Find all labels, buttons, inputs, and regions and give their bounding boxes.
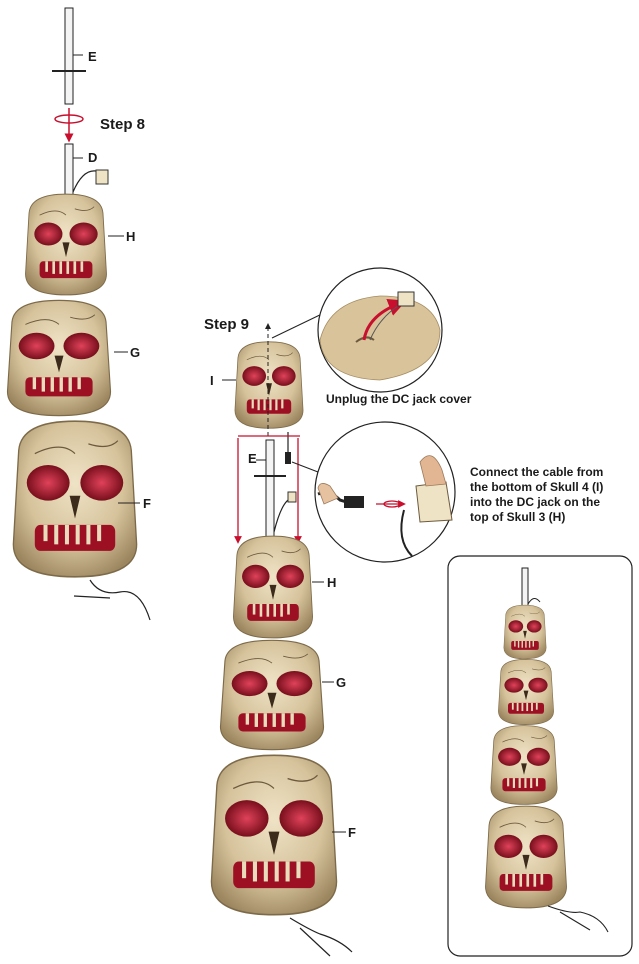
final-stack [483, 567, 609, 933]
caption-connect: Connect the cable from the bottom of Sku… [470, 465, 604, 524]
label-f-right: F [348, 825, 356, 840]
leader-lines-left [108, 235, 140, 504]
step-8-title: Step 8 [100, 116, 146, 133]
pole-d [64, 143, 109, 199]
label-h-right: H [327, 575, 337, 590]
step-9-title: Step 9 [204, 316, 250, 333]
red-guide-arrows [234, 435, 302, 544]
callout-connect-cable [291, 421, 456, 563]
label-h-left: H [126, 229, 136, 244]
label-g-right: G [336, 675, 347, 690]
label-e-mid: E [248, 451, 257, 466]
left-stack [5, 192, 151, 621]
label-i: I [210, 373, 214, 388]
pole-e-mid [254, 439, 297, 541]
label-f-left: F [143, 496, 151, 511]
label-d: D [88, 150, 98, 165]
label-e-top: E [88, 49, 97, 64]
label-g-left: G [130, 345, 141, 360]
callout-jack-cover [271, 267, 443, 393]
middle-stack [211, 534, 353, 957]
skull-i [233, 340, 305, 430]
cable-i [285, 432, 291, 464]
rotate-arrow-step8 [54, 108, 84, 143]
pole-e-top [52, 7, 86, 105]
leader-lines-mid [222, 379, 346, 833]
caption-unplug: Unplug the DC jack cover [326, 392, 472, 406]
